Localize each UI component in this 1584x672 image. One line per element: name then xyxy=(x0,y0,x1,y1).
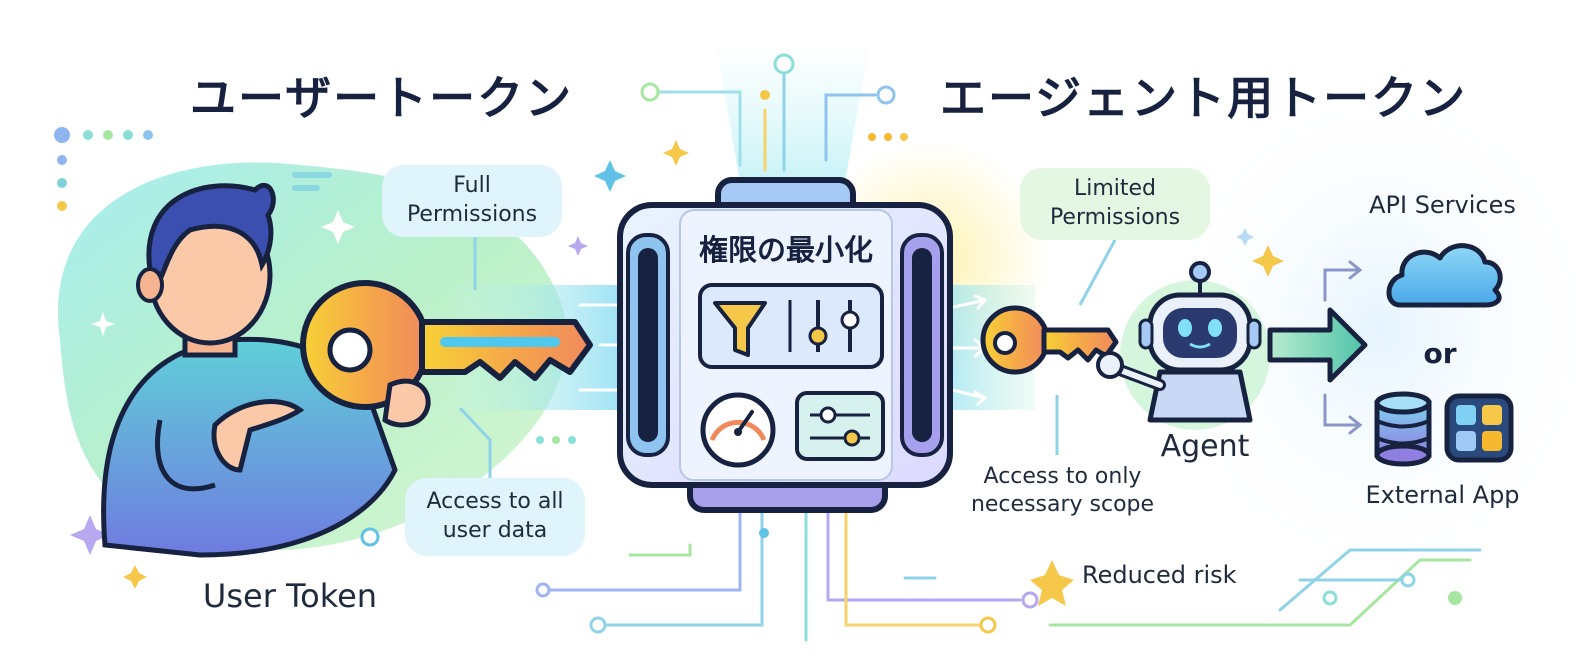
user-token-heading: ユーザートークン xyxy=(190,71,574,125)
access-all-bubble: Access to all user data xyxy=(405,478,585,556)
reduced-risk-label: Reduced risk xyxy=(1082,561,1237,589)
limited-access-key-icon xyxy=(980,305,1119,375)
decorative-dots xyxy=(54,127,908,444)
database-icon xyxy=(1374,391,1432,467)
top-light-beam xyxy=(715,40,870,210)
limited-permissions-line1: Limited xyxy=(1073,176,1157,202)
access-necessary-line2: necessary scope xyxy=(970,491,1155,517)
full-access-key-icon xyxy=(300,280,593,428)
limited-permissions-bubble: Limited Permissions xyxy=(1020,168,1210,240)
full-permissions-line2: Permissions xyxy=(406,202,538,227)
app-grid-icon xyxy=(1444,393,1514,463)
user-token-label: User Token xyxy=(202,577,378,615)
agent-label: Agent xyxy=(1160,429,1250,464)
least-privilege-title: 権限の最小化 xyxy=(698,233,873,267)
external-app-label: External App xyxy=(1365,481,1520,509)
agent-token-heading: エージェント用トークン xyxy=(940,71,1468,125)
access-necessary-line1: Access to only xyxy=(983,464,1142,489)
api-services-label: API Services xyxy=(1369,191,1516,219)
cloud-icon xyxy=(1386,243,1503,308)
full-permissions-bubble: Full Permissions xyxy=(382,165,562,237)
output-arrow-icon xyxy=(1267,307,1368,383)
full-permissions-line1: Full xyxy=(453,173,491,199)
limited-permissions-line2: Permissions xyxy=(1049,205,1181,230)
access-all-line1: Access to all xyxy=(426,489,564,515)
branch-arrows xyxy=(1323,260,1363,435)
bubble-connectors xyxy=(458,235,1117,480)
access-necessary-label: Access to only necessary scope xyxy=(950,463,1175,518)
top-circuit-lines xyxy=(640,53,896,172)
bottom-circuit-lines xyxy=(360,508,1482,642)
agent-robot-illustration xyxy=(1096,261,1270,430)
least-privilege-device xyxy=(617,177,953,513)
access-all-line2: user data xyxy=(442,518,548,543)
or-label: or xyxy=(1423,337,1457,370)
sparkle-icons xyxy=(70,140,1284,606)
